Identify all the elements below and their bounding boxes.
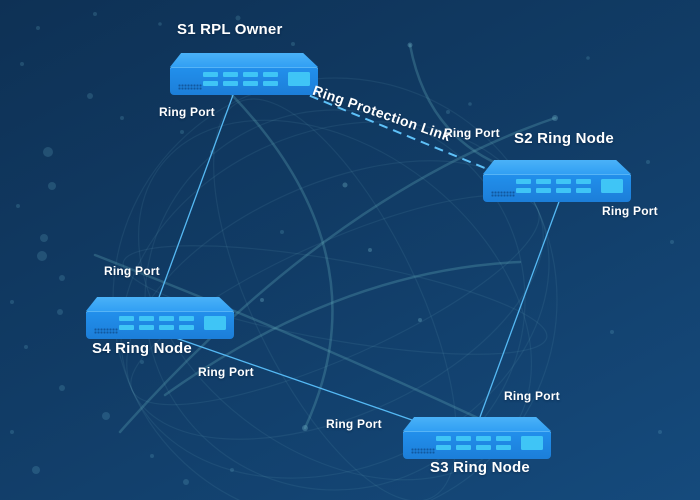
uplink-port [521,436,543,450]
ethernet-port [139,325,154,330]
uplink-port [601,179,623,193]
ethernet-port [556,188,571,193]
ethernet-port [456,436,471,441]
switch-front-face [483,174,631,202]
ethernet-port [496,445,511,450]
switch-device-s1 [170,53,318,95]
ethernet-port [516,179,531,184]
ethernet-port [536,179,551,184]
link-s1-s4 [157,94,234,301]
bokeh-dots [10,12,674,485]
ring-port-label-s3-top: Ring Port [504,389,560,403]
ethernet-port [576,179,591,184]
switch-top-face [170,53,318,67]
vent-grill-icon [94,328,118,334]
node-label-s1: S1 RPL Owner [177,21,283,38]
ethernet-port [119,316,134,321]
ring-port-label-s2-left: Ring Port [444,126,500,140]
switch-top-face [403,417,551,431]
node-label-s3: S3 Ring Node [430,459,530,476]
ethernet-ports [516,179,591,193]
ethernet-port [179,325,194,330]
ring-port-label-s1: Ring Port [159,105,215,119]
ethernet-port [203,72,218,77]
ethernet-port [159,325,174,330]
ethernet-port [179,316,194,321]
vent-grill-icon [491,191,515,197]
ethernet-port [536,188,551,193]
uplink-port [204,316,226,330]
ethernet-port [576,188,591,193]
ethernet-port [516,188,531,193]
link-s3-s2 [479,198,561,418]
link-s1-s2-rpl-dashed [295,89,493,172]
ethernet-port [139,316,154,321]
ethernet-ports [203,72,278,86]
ring-port-label-s4-bottom: Ring Port [198,365,254,379]
ethernet-port [476,445,491,450]
ethernet-port [556,179,571,184]
ethernet-port [159,316,174,321]
switch-device-s2 [483,160,631,202]
ethernet-port [223,72,238,77]
ethernet-ports [119,316,194,330]
ethernet-port [243,72,258,77]
switch-device-s4 [86,297,234,339]
uplink-port [288,72,310,86]
switch-top-face [483,160,631,174]
vent-grill-icon [411,448,435,454]
ethernet-port [436,445,451,450]
switch-front-face [86,311,234,339]
ring-port-label-s4-top: Ring Port [104,264,160,278]
link-s4-s3 [169,335,413,421]
vent-grill-icon [178,84,202,90]
ring-port-label-s3-left: Ring Port [326,417,382,431]
ethernet-port [263,81,278,86]
switch-device-s3 [403,417,551,459]
node-label-s2: S2 Ring Node [514,130,614,147]
ethernet-port [436,436,451,441]
ethernet-port [243,81,258,86]
ethernet-port [456,445,471,450]
ethernet-port [496,436,511,441]
ethernet-port [476,436,491,441]
ethernet-port [223,81,238,86]
switch-top-face [86,297,234,311]
ring-port-label-s2-right: Ring Port [602,204,658,218]
ethernet-port [263,72,278,77]
switch-front-face [403,431,551,459]
ethernet-ports [436,436,511,450]
ethernet-port [119,325,134,330]
node-label-s4: S4 Ring Node [92,340,192,357]
switch-front-face [170,67,318,95]
ethernet-port [203,81,218,86]
